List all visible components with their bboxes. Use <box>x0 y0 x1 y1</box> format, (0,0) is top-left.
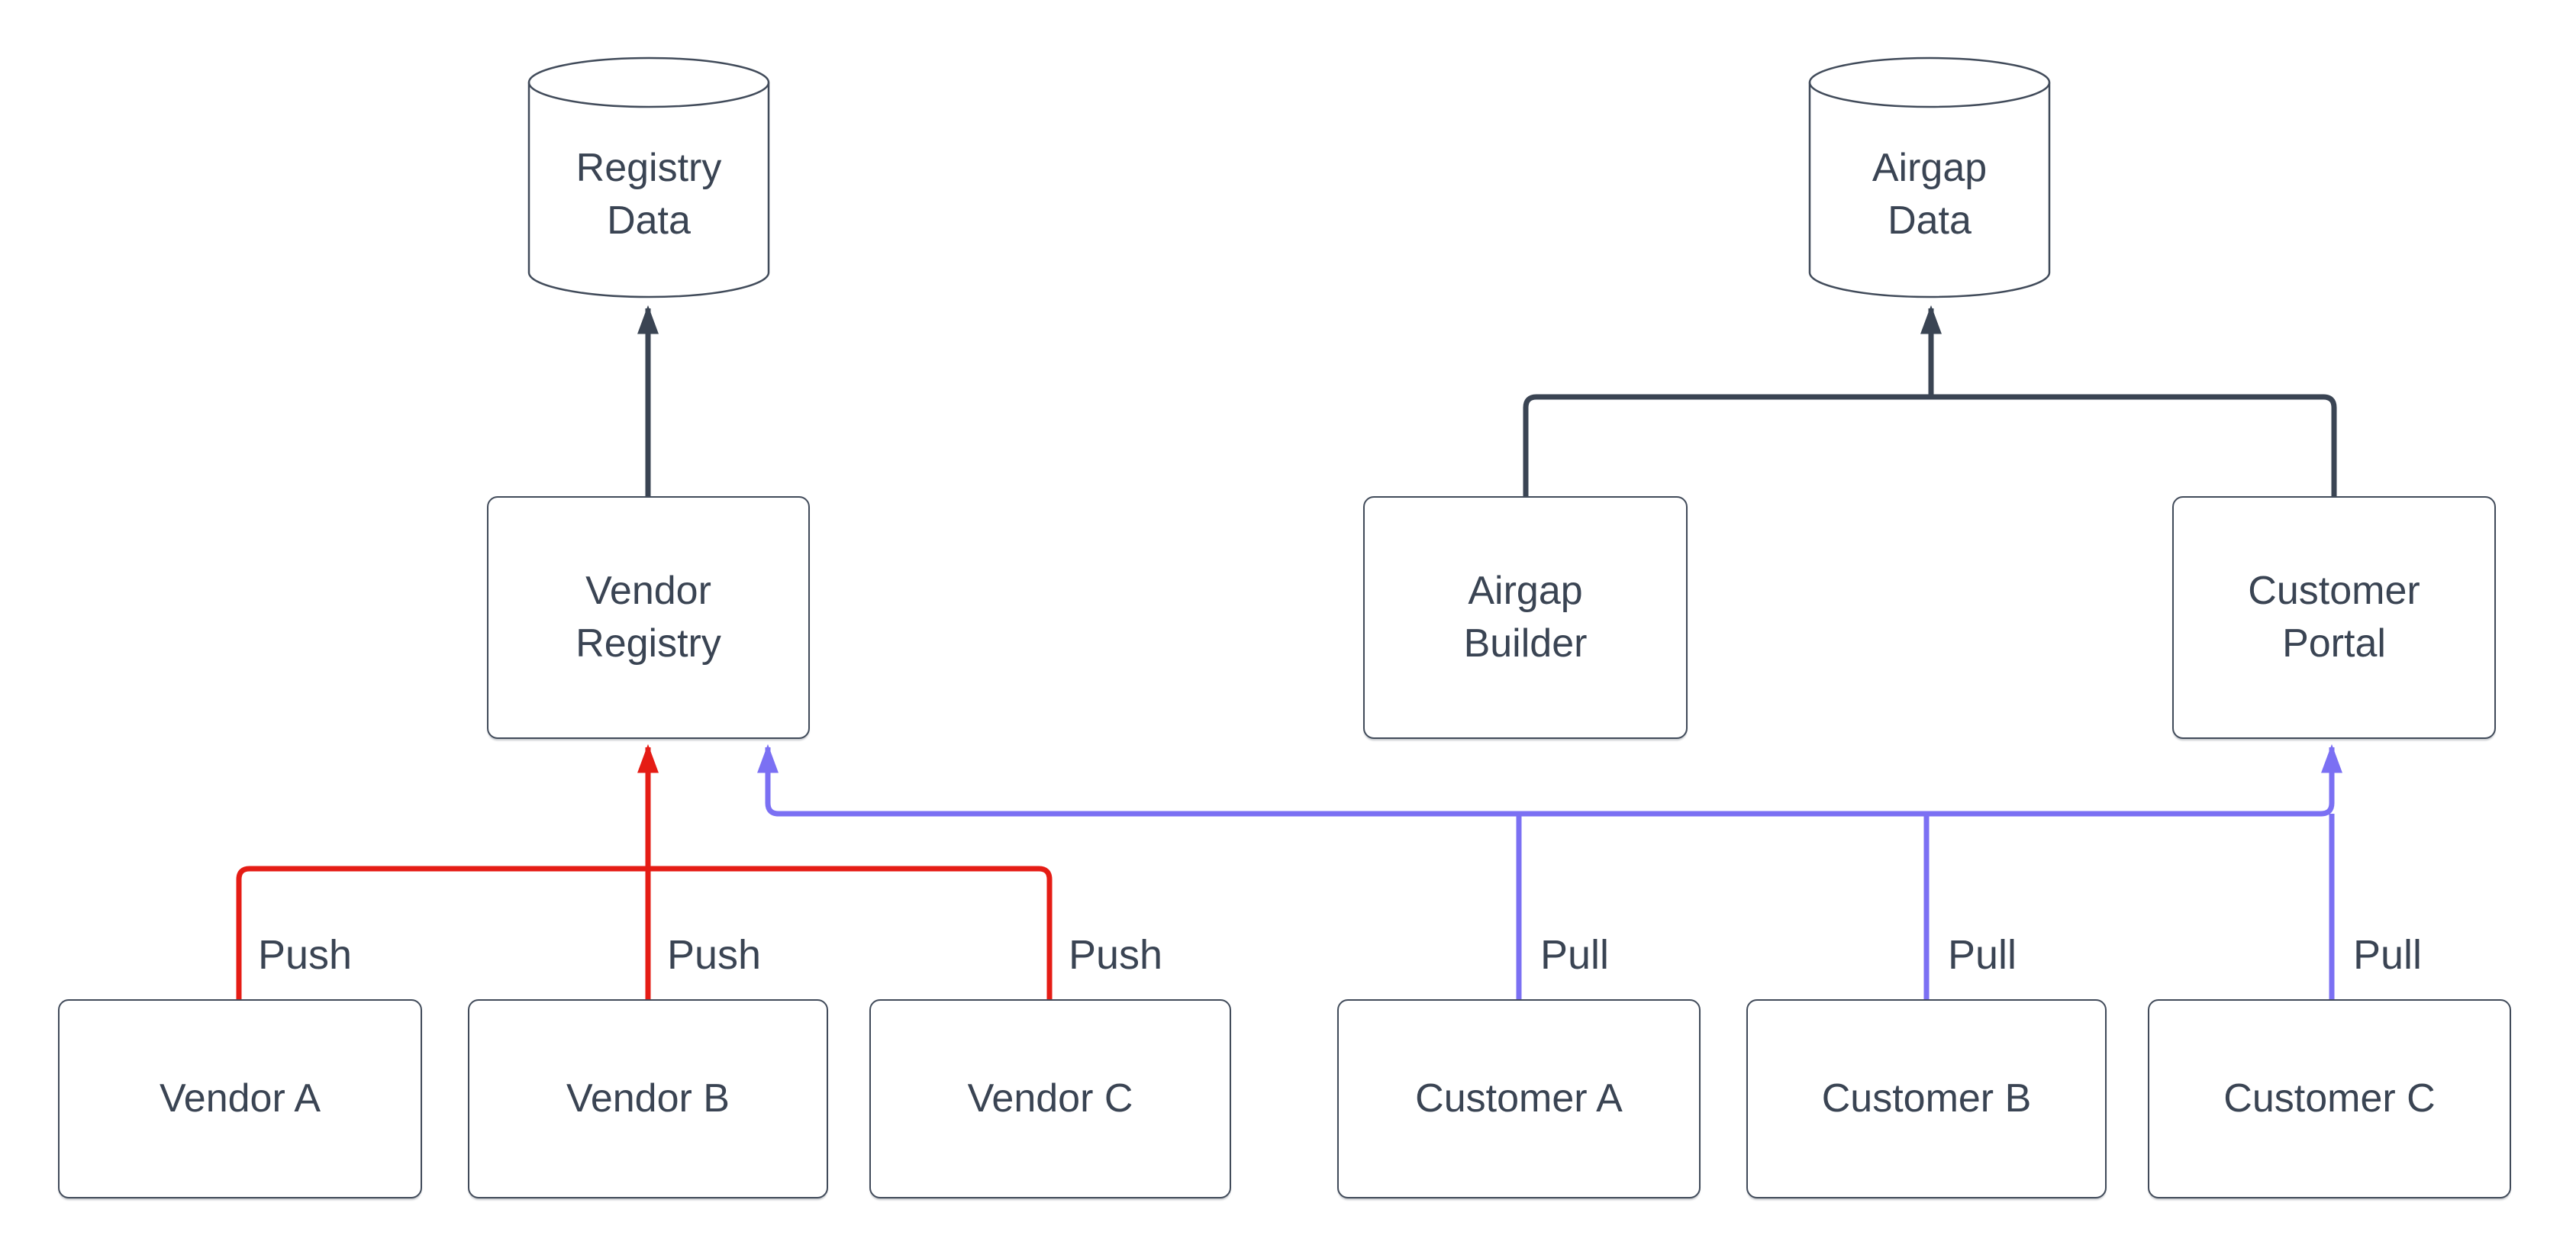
node-label: Vendor Registry <box>575 569 721 666</box>
node-vendor-a: Vendor A <box>58 999 422 1198</box>
node-label: Customer Portal <box>2248 569 2420 666</box>
node-label: Vendor A <box>159 1076 321 1121</box>
edge-label-pull-customer-b: Pull <box>1948 932 2017 978</box>
edge-label-pull-customer-a: Pull <box>1540 932 1610 978</box>
node-customer-b: Customer B <box>1746 999 2107 1198</box>
edge-label-push-vendor-b: Push <box>667 932 762 978</box>
node-label: Vendor C <box>967 1076 1133 1121</box>
cylinder-shape <box>1808 56 2051 298</box>
node-customer-portal: Customer Portal <box>2172 496 2496 739</box>
node-label: Customer C <box>2223 1076 2436 1121</box>
node-customer-a: Customer A <box>1337 999 1701 1198</box>
node-airgap-data: Airgap Data <box>1807 55 2052 300</box>
node-vendor-c: Vendor C <box>869 999 1231 1198</box>
edge-label-pull-customer-c: Pull <box>2353 932 2423 978</box>
cylinder-shape <box>527 56 770 298</box>
node-label: Customer B <box>1821 1076 2032 1121</box>
edge-pull-bus <box>757 744 2342 817</box>
edge-airgap-bracket <box>1523 394 2337 496</box>
node-airgap-builder: Airgap Builder <box>1363 496 1688 739</box>
node-vendor-b: Vendor B <box>468 999 828 1198</box>
edge-label-push-vendor-a: Push <box>258 932 353 978</box>
node-vendor-registry: Vendor Registry <box>487 496 810 739</box>
node-label: Airgap Builder <box>1463 569 1588 666</box>
edge-push-bus <box>236 866 1053 999</box>
node-customer-c: Customer C <box>2148 999 2511 1198</box>
edge-label-push-vendor-c: Push <box>1069 932 1163 978</box>
node-registry-data: Registry Data <box>527 55 771 300</box>
node-label: Customer A <box>1415 1076 1623 1121</box>
node-label: Vendor B <box>566 1076 730 1121</box>
